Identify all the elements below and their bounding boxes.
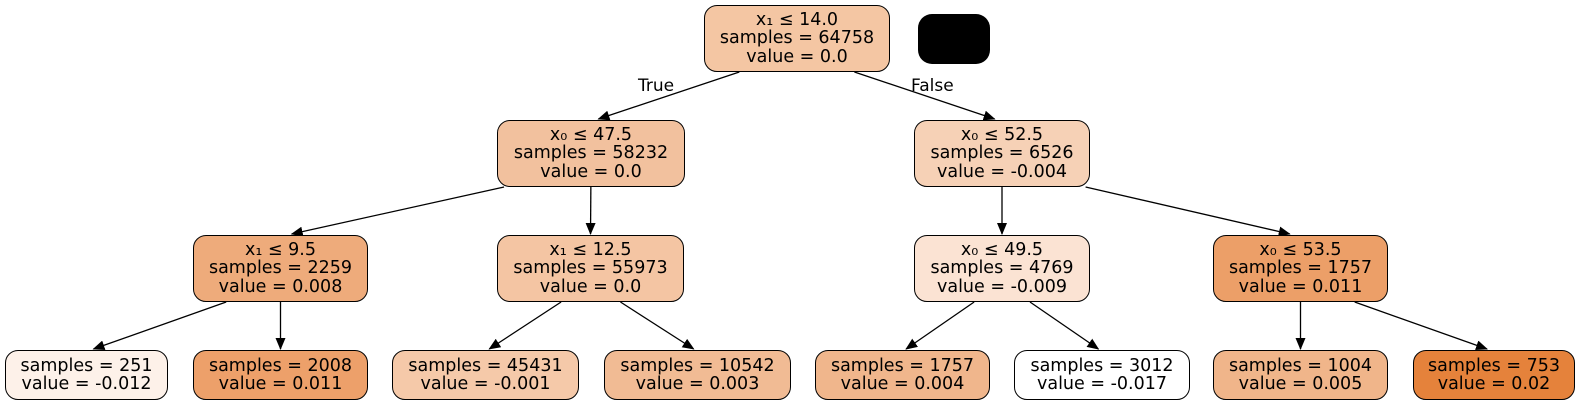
samples-text: samples = 2259 <box>208 258 353 279</box>
edge-arrow <box>597 71 740 121</box>
edge-arrow <box>92 301 227 351</box>
samples-text: samples = 6526 <box>930 143 1074 164</box>
split-condition: x₀ ≤ 53.5 <box>1259 239 1342 260</box>
split-condition: x₁ ≤ 14.0 <box>755 9 839 30</box>
samples-text: samples = 10542 <box>620 355 775 376</box>
edge-arrow <box>854 71 996 121</box>
samples-text: samples = 4769 <box>930 258 1074 279</box>
value-text: value = 0.008 <box>218 276 343 297</box>
samples-text: samples = 58232 <box>513 143 669 164</box>
samples-text: samples = 251 <box>20 355 153 376</box>
value-text: value = -0.017 <box>1036 374 1167 394</box>
samples-text: samples = 3012 <box>1030 355 1174 376</box>
samples-text: samples = 1757 <box>1228 258 1373 279</box>
edge-arrow <box>1085 186 1291 237</box>
value-text: value = 0.005 <box>1238 374 1363 394</box>
value-text: value = 0.011 <box>1238 276 1363 297</box>
true-branch-label: True <box>638 76 675 96</box>
samples-text: samples = 45431 <box>408 355 563 376</box>
value-text: value = 0.011 <box>218 374 343 394</box>
edge-arrow <box>1029 301 1100 350</box>
value-text: value = 0.0 <box>746 46 848 67</box>
edge-arrow <box>1354 301 1488 351</box>
value-text: value = -0.009 <box>936 276 1067 297</box>
split-condition: x₀ ≤ 47.5 <box>549 124 633 145</box>
samples-text: samples = 55973 <box>513 258 668 279</box>
edge-arrow <box>290 186 505 237</box>
split-condition: x₀ ≤ 52.5 <box>960 124 1044 145</box>
split-condition: x₀ ≤ 49.5 <box>960 239 1044 260</box>
value-text: value = 0.003 <box>635 374 760 394</box>
redaction-block <box>918 14 990 64</box>
value-text: value = 0.0 <box>540 161 642 182</box>
edge-arrow <box>488 301 562 350</box>
edge-arrow <box>905 301 975 350</box>
value-text: value = -0.004 <box>936 161 1067 182</box>
split-condition: x₁ ≤ 12.5 <box>549 239 632 260</box>
samples-text: samples = 64758 <box>719 28 875 49</box>
samples-text: samples = 753 <box>1428 355 1560 376</box>
value-text: value = -0.012 <box>21 374 152 394</box>
samples-text: samples = 1757 <box>830 355 975 376</box>
value-text: value = 0.02 <box>1437 374 1551 394</box>
edges-layer <box>92 71 1488 351</box>
value-text: value = -0.001 <box>420 374 551 394</box>
samples-text: samples = 1004 <box>1228 355 1373 376</box>
false-branch-label: False <box>911 76 954 96</box>
split-condition: x₁ ≤ 9.5 <box>245 239 316 260</box>
edge-arrow <box>620 301 695 350</box>
samples-text: samples = 2008 <box>208 355 353 376</box>
value-text: value = 0.004 <box>840 374 965 394</box>
value-text: value = 0.0 <box>539 276 642 297</box>
